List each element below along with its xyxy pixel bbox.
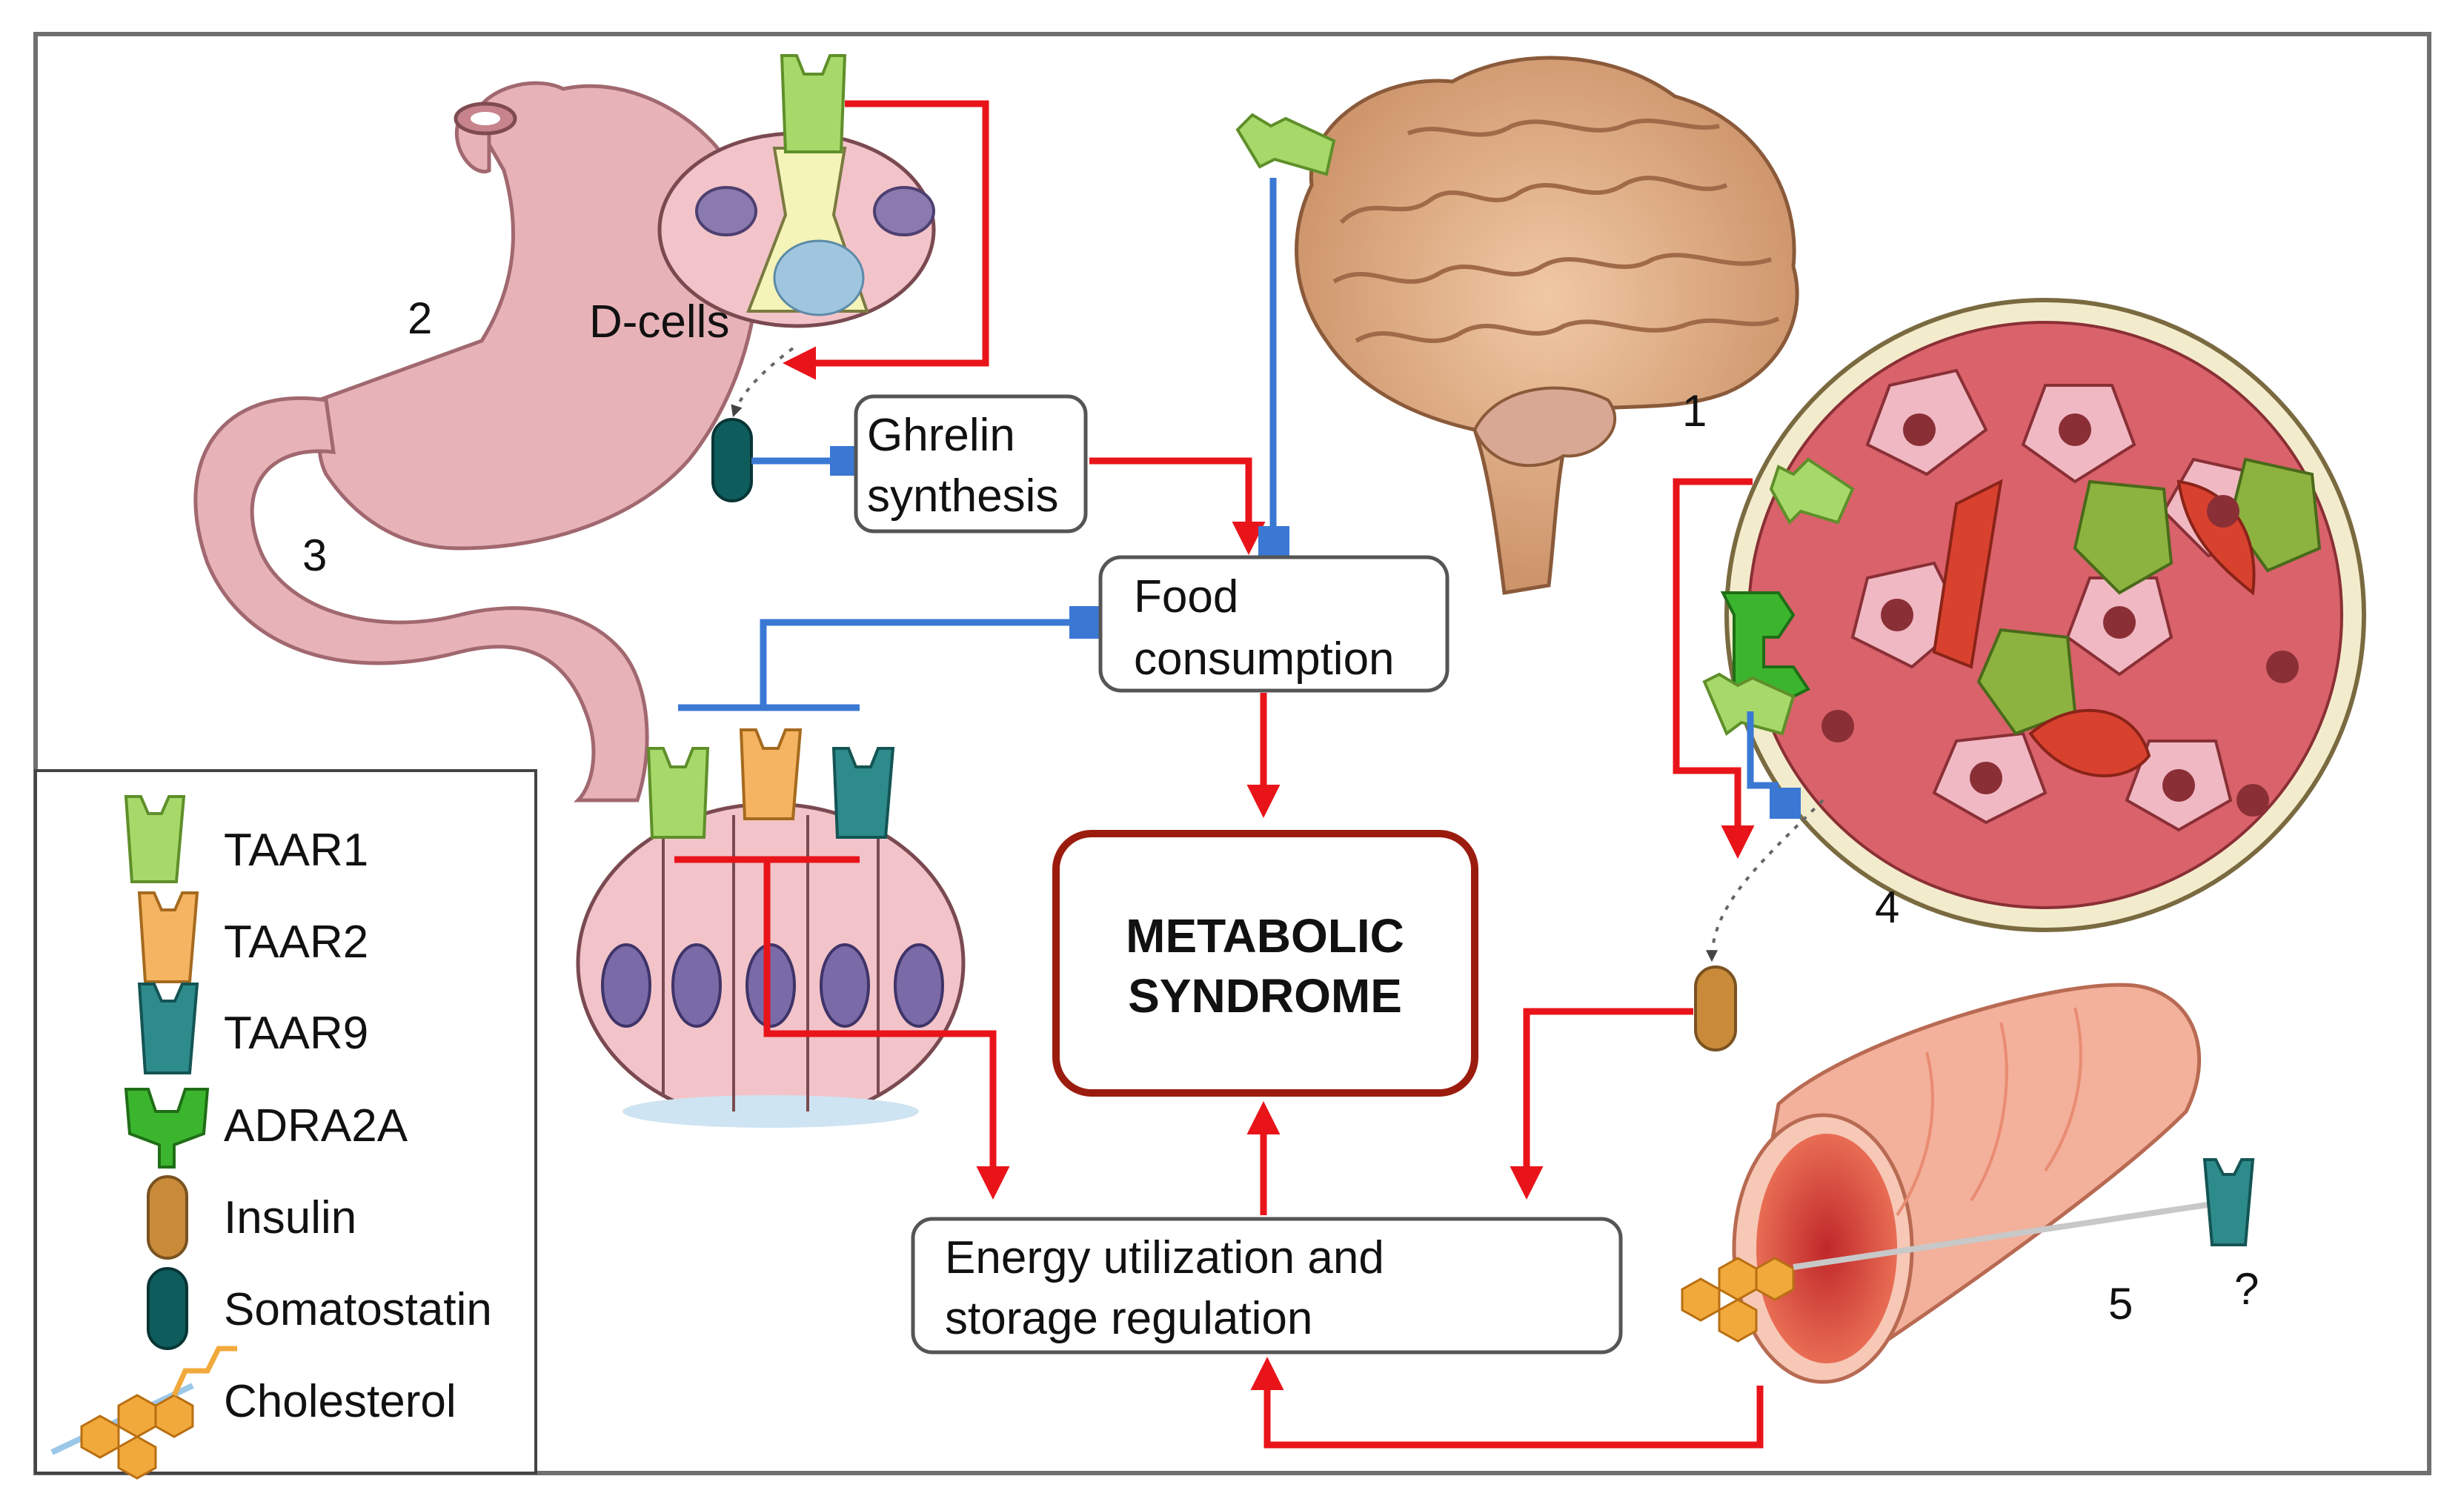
edge-dcells-somatostatin-release	[731, 347, 794, 418]
legend-label-taar2: TAAR2	[224, 917, 368, 968]
taar1-icon	[1702, 672, 1796, 737]
intestinal-epithelium-inset	[576, 802, 966, 1128]
brain-illustration	[1295, 56, 1799, 595]
somatostatin-icon	[711, 418, 753, 502]
blood-vessel-illustration	[1732, 983, 2202, 1384]
energy-label-line2: storage regulation	[945, 1293, 1312, 1344]
inhibit-terminal	[1258, 526, 1289, 557]
d-cell-inset	[657, 131, 936, 328]
node-ghrelin-synthesis: Ghrelin synthesis	[854, 394, 1088, 534]
legend-somatostatin-icon	[147, 1267, 188, 1350]
organ-5-label: 5	[2108, 1279, 2133, 1329]
duodenum-illustration	[193, 396, 649, 802]
food-label-line1: Food	[1134, 571, 1238, 622]
legend-taar1-icon	[124, 795, 186, 883]
legend-taar9-icon	[137, 983, 199, 1074]
taar9-icon	[831, 747, 895, 839]
pancreatic-islet-illustration	[1724, 298, 2366, 932]
inhibit-terminal	[830, 446, 855, 476]
cholesterol-icon	[1681, 1257, 1795, 1343]
inhibit-terminal	[1069, 606, 1100, 639]
organ-1-label: 1	[1682, 386, 1707, 436]
taar1-icon	[1235, 113, 1336, 176]
edge-taar1-dcells-loop	[783, 100, 989, 380]
taar9-icon	[2202, 1158, 2255, 1246]
organ-4-label: 4	[1875, 883, 1899, 932]
edge-intestine-to-energy	[763, 860, 1010, 1200]
unknown-receptor-label: ?	[2234, 1264, 2259, 1314]
legend-label-somatostatin: Somatostatin	[224, 1284, 492, 1335]
metabolic-label-line1: METABOLIC	[1126, 909, 1404, 963]
edge-islet-taar1-activation	[1673, 478, 1755, 859]
edge-adra2a-inhibition	[1747, 711, 1779, 789]
legend-adra2a-icon	[124, 1088, 210, 1169]
d-cells-label: D-cells	[589, 296, 729, 348]
node-food-consumption: Food consumption	[1098, 555, 1449, 693]
legend-label-cholesterol: Cholesterol	[224, 1376, 456, 1427]
legend-taar2-icon	[137, 891, 199, 983]
stomach-illustration	[316, 81, 760, 551]
ghrelin-label-line1: Ghrelin	[867, 410, 1015, 461]
legend-cholesterol-icon	[50, 1346, 237, 1480]
edge-insulin-to-energy	[1510, 1008, 1693, 1200]
insulin-icon	[1694, 965, 1737, 1051]
organ-2-label: 2	[408, 293, 432, 343]
taar2-icon	[739, 728, 803, 820]
edge-islet-insulin-release	[1706, 799, 1824, 963]
food-label-line2: consumption	[1134, 634, 1395, 685]
metabolic-label-line2: SYNDROME	[1128, 969, 1402, 1023]
edge-vessel-to-energy	[1250, 1357, 1764, 1449]
legend-label-taar9: TAAR9	[224, 1008, 368, 1059]
legend-label-insulin: Insulin	[224, 1192, 356, 1243]
taar1-icon	[1769, 457, 1855, 525]
edge-food-inhibits-intestine	[760, 619, 1100, 708]
taar1-icon	[780, 54, 847, 153]
legend: TAAR1 TAAR2 TAAR9 ADRA2A Insulin Somatos…	[34, 769, 537, 1480]
legend-label-taar1: TAAR1	[224, 825, 368, 876]
node-energy-utilization: Energy utilization and storage regulatio…	[911, 1217, 1623, 1355]
ghrelin-label-line2: synthesis	[867, 471, 1058, 522]
inhibit-terminal	[1770, 788, 1801, 819]
node-metabolic-syndrome: METABOLIC SYNDROME	[1052, 830, 1478, 1097]
vessel-tether-line	[1793, 1201, 2213, 1270]
legend-insulin-icon	[147, 1175, 188, 1260]
organ-3-label: 3	[302, 531, 327, 580]
energy-label-line1: Energy utilization and	[945, 1232, 1384, 1283]
edge-ghrelin-to-food	[1089, 457, 1266, 555]
legend-label-adra2a: ADRA2A	[224, 1100, 408, 1151]
taar1-icon	[646, 747, 710, 839]
